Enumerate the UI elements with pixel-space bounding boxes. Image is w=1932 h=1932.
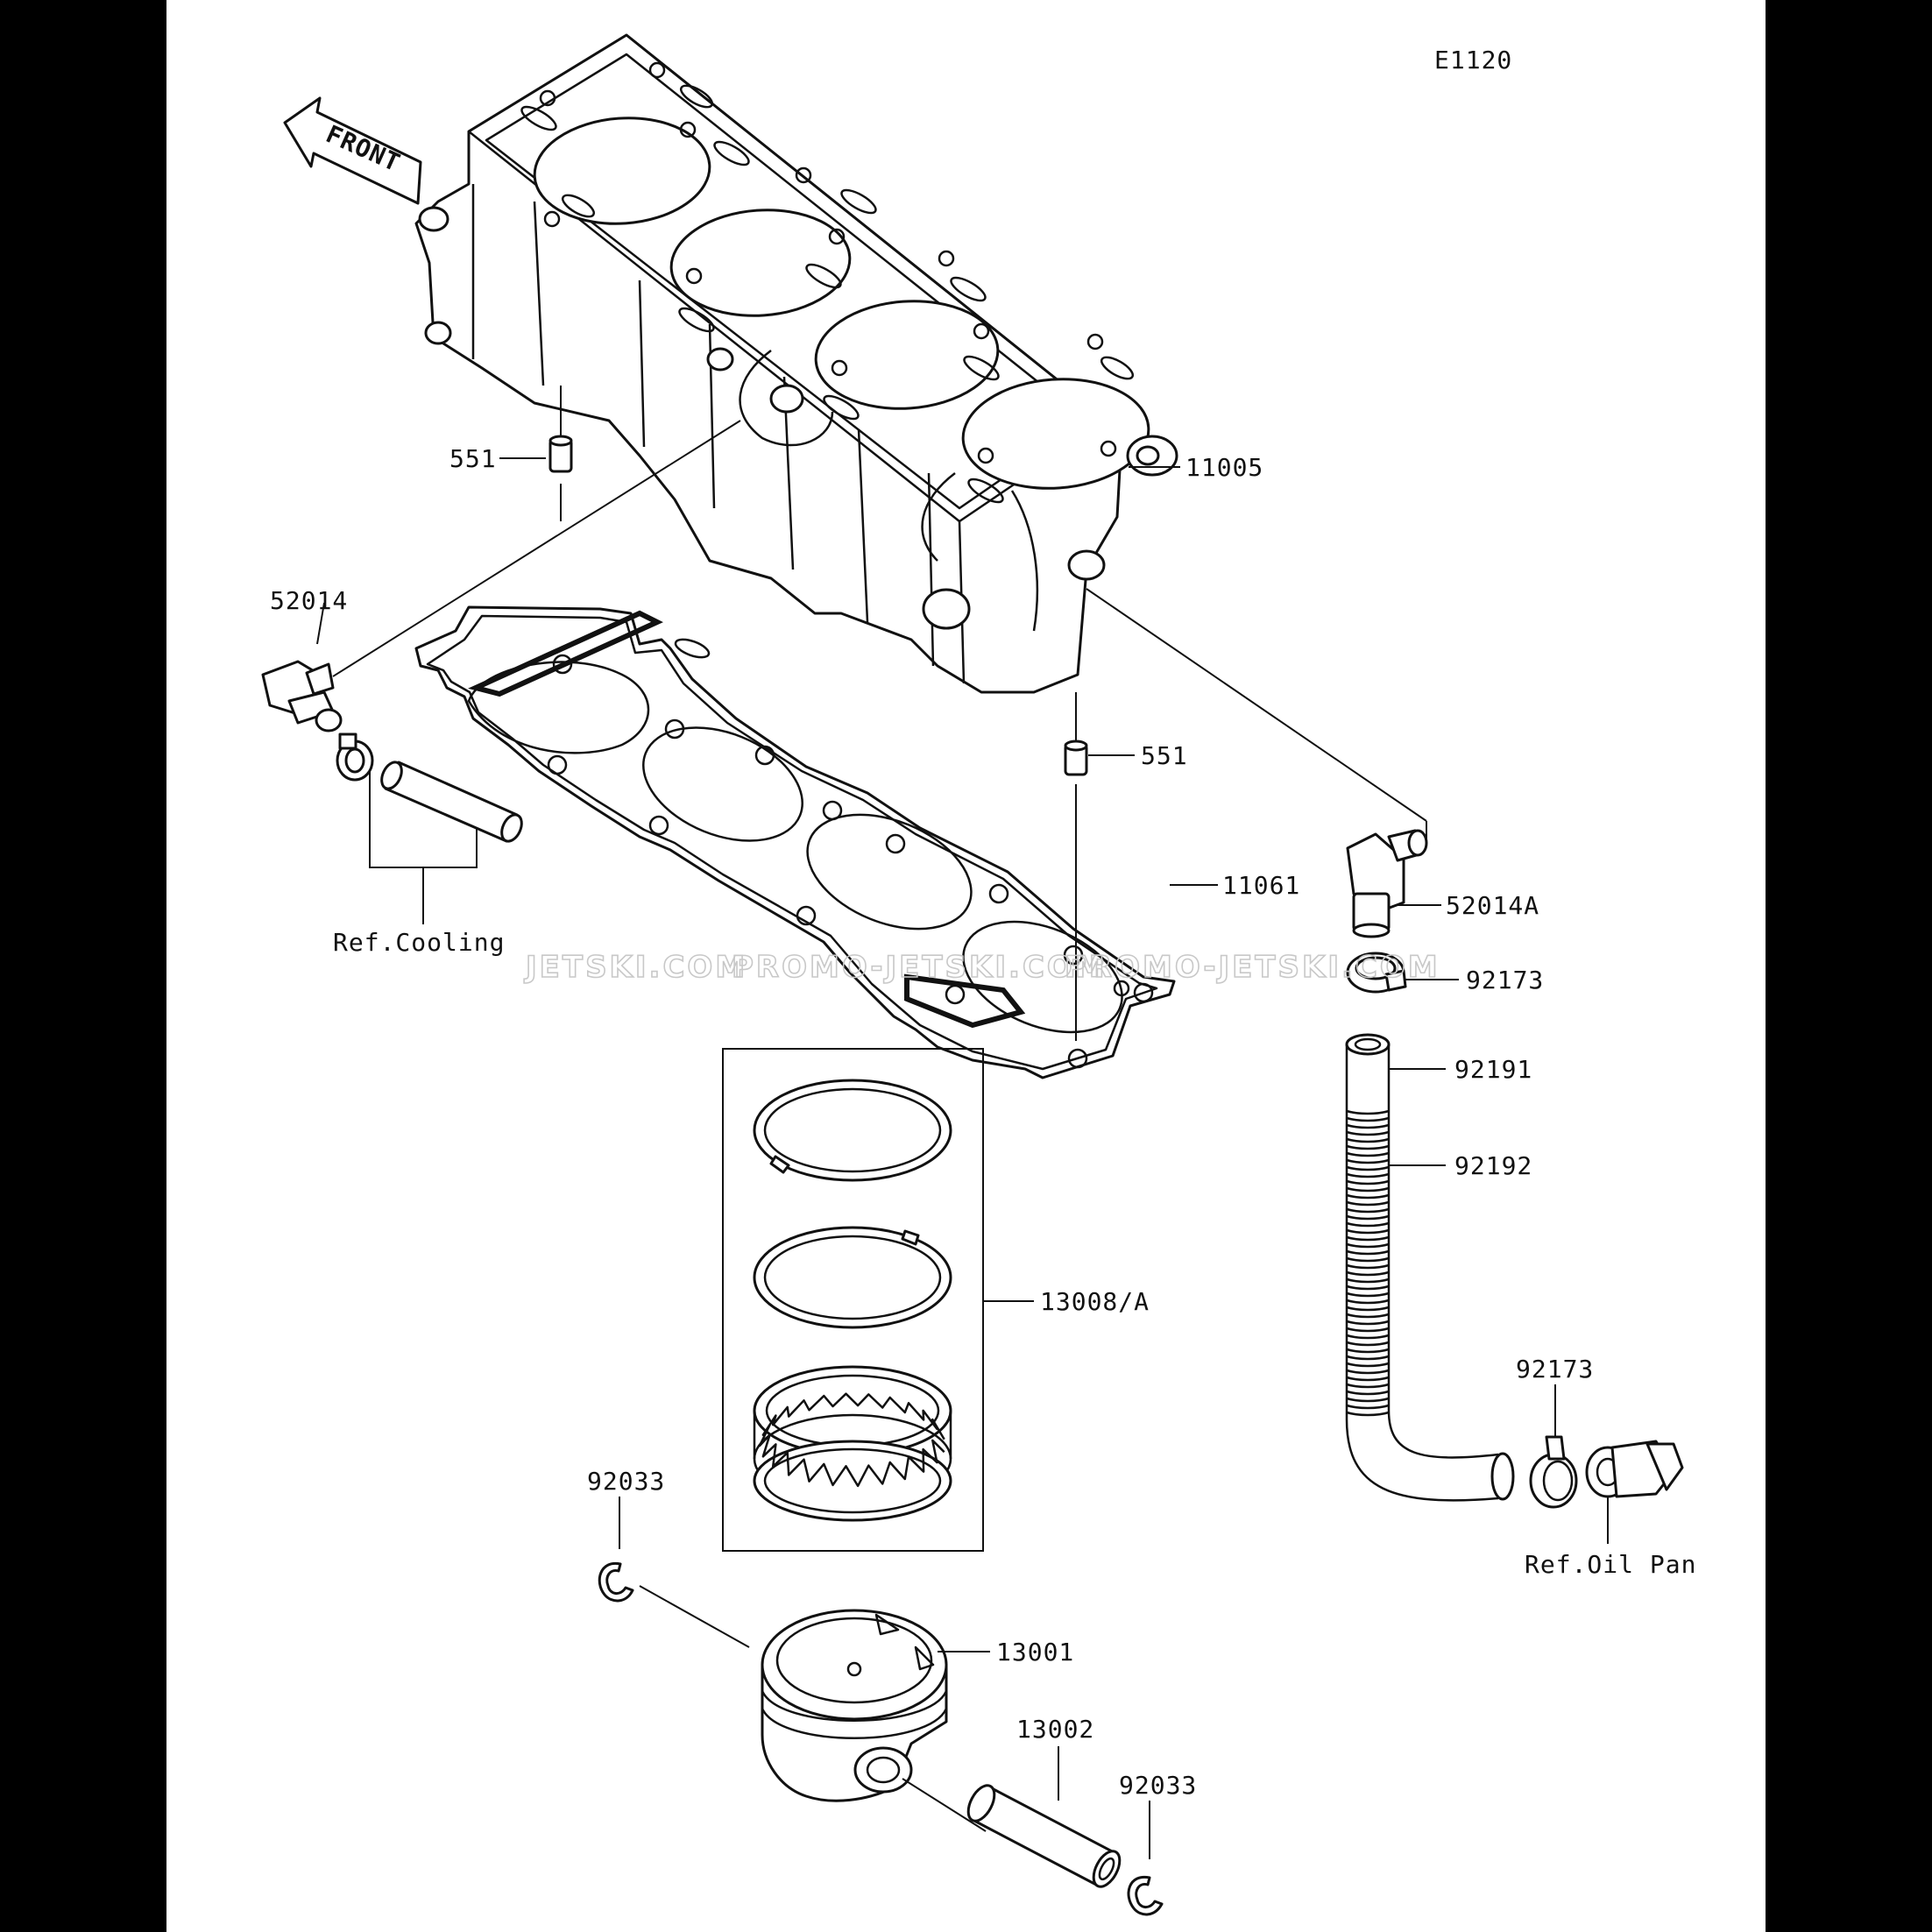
oil-pan-fitting-icon	[1585, 1440, 1684, 1498]
hose-rib	[1346, 1306, 1390, 1312]
hose-rib	[1346, 1299, 1390, 1305]
piston-pin-icon	[966, 1784, 1122, 1888]
cooling-hose-icon	[380, 761, 523, 843]
hose-rib	[1346, 1249, 1390, 1256]
hose-rib	[1346, 1228, 1390, 1235]
ref-oil-pan: Ref.Oil Pan	[1525, 1550, 1696, 1579]
piston-ring-top-icon	[753, 1079, 952, 1182]
callout-92191: 92191	[1454, 1055, 1532, 1084]
callout-52014A: 52014A	[1446, 891, 1539, 920]
dowel-pin-top-icon	[548, 435, 573, 473]
hose-rib	[1346, 1137, 1390, 1143]
callout-13008A: 13008/A	[1040, 1287, 1150, 1316]
hose-rib	[1346, 1341, 1390, 1347]
cooling-clamp-icon	[336, 732, 374, 782]
front-arrow-icon: FRONT	[283, 96, 422, 205]
hose-rib	[1346, 1144, 1390, 1150]
hose-rib	[1346, 1270, 1390, 1277]
hose-rib	[1346, 1186, 1390, 1192]
hose-rib	[1346, 1179, 1390, 1185]
ring-set-box	[722, 1048, 984, 1552]
connector-52014A	[1086, 588, 1427, 822]
hose-clamp-top-icon	[1346, 952, 1407, 994]
elbow-fitting-52014A-icon	[1346, 829, 1428, 938]
hose-rib	[1346, 1320, 1390, 1326]
hose-rib	[1346, 1221, 1390, 1228]
callout-92033-left: 92033	[587, 1467, 665, 1496]
leader-52014	[316, 602, 325, 645]
watermark-3: PROMO-JETSKI.COM	[1065, 950, 1440, 985]
callout-52014: 52014	[270, 586, 348, 615]
callout-92173-top: 92173	[1466, 966, 1544, 994]
hose-rib	[1346, 1116, 1390, 1122]
hose-rib	[1346, 1383, 1390, 1389]
hose-rib	[1346, 1397, 1390, 1403]
connector-piston-pin	[902, 1778, 987, 1832]
callout-92173-bottom: 92173	[1516, 1355, 1594, 1384]
hose-rib	[1346, 1165, 1390, 1171]
callout-11061: 11061	[1222, 871, 1300, 900]
callout-551-top: 551	[449, 444, 497, 473]
elbow-fitting-52014-icon	[261, 660, 343, 732]
hose-clamp-bottom-icon	[1529, 1435, 1578, 1509]
hose-rib	[1346, 1130, 1390, 1136]
parts-diagram: E1120 FRONT	[261, 33, 1696, 1916]
piston-ring-second-icon	[753, 1226, 952, 1329]
watermark-1: JETSKI.COM	[524, 950, 747, 985]
connector-52014	[332, 420, 741, 677]
hose-rib	[1346, 1334, 1390, 1340]
expander-zigzag-line	[758, 1392, 945, 1488]
cylinder-head-gasket	[414, 605, 1176, 1079]
hose-rib	[1346, 1172, 1390, 1178]
hose-rib	[1346, 1277, 1390, 1284]
callout-11005: 11005	[1185, 453, 1263, 482]
hose-rib	[1346, 1348, 1390, 1354]
connector-circlip-left	[639, 1585, 750, 1648]
hose-rib	[1346, 1256, 1390, 1263]
hose-rib	[1346, 1214, 1390, 1221]
dowel-pin-bottom-icon	[1064, 740, 1088, 776]
hose-rib	[1346, 1355, 1390, 1361]
callout-92033-right: 92033	[1119, 1771, 1197, 1800]
hose-rib	[1346, 1235, 1390, 1242]
hose-rib	[1346, 1284, 1390, 1291]
hose-rib	[1346, 1292, 1390, 1298]
diagram-code: E1120	[1434, 46, 1512, 74]
oil-ring-assembly-icon	[753, 1365, 952, 1522]
callout-551-bottom: 551	[1141, 741, 1188, 770]
hose-rib	[1346, 1123, 1390, 1129]
ref-cooling: Ref.Cooling	[333, 928, 505, 957]
hose-rib	[1346, 1200, 1390, 1207]
hose-rib	[1346, 1327, 1390, 1333]
diagram-sheet: E1120 FRONT	[166, 0, 1766, 1932]
hose-rib	[1346, 1109, 1390, 1115]
hose-rib	[1346, 1411, 1390, 1417]
hose-rib	[1346, 1193, 1390, 1200]
hose-rib	[1346, 1313, 1390, 1319]
hose-rib	[1346, 1263, 1390, 1270]
hose-rib	[1346, 1207, 1390, 1214]
cylinder-block	[414, 33, 1178, 694]
circlip-right-icon	[1127, 1875, 1164, 1916]
callout-92192: 92192	[1454, 1151, 1532, 1180]
hose-rib	[1346, 1404, 1390, 1410]
hose-rib	[1346, 1158, 1390, 1164]
callout-13001: 13001	[996, 1638, 1074, 1667]
hose-rib	[1346, 1242, 1390, 1249]
hose-rib	[1346, 1390, 1390, 1396]
hose-rib	[1346, 1369, 1390, 1375]
callout-13002: 13002	[1016, 1715, 1094, 1744]
hose-rib	[1346, 1151, 1390, 1157]
watermark-2: PROMO-JETSKI.COM	[732, 950, 1108, 985]
breather-hose-icon	[1345, 1033, 1515, 1502]
piston-icon	[761, 1609, 948, 1802]
hose-rib	[1346, 1376, 1390, 1382]
circlip-left-icon	[598, 1561, 634, 1603]
hose-rib	[1346, 1362, 1390, 1368]
